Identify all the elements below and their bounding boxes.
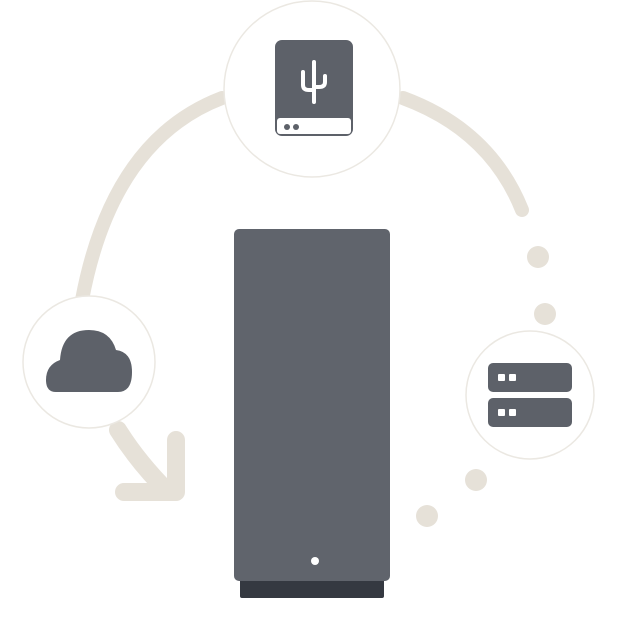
arc-drive-to-server [396, 91, 529, 217]
arc-cloud-to-device [109, 421, 177, 501]
drive-led [293, 124, 299, 130]
drive-led [284, 124, 290, 130]
server-led [509, 409, 516, 416]
node-cloud [22, 295, 156, 429]
backup-tower-device [234, 229, 390, 598]
device-body [234, 229, 390, 581]
node-external-drive [223, 0, 401, 178]
cloud-icon [46, 330, 132, 392]
usb-symbol [301, 60, 327, 104]
dotted-connector [416, 246, 556, 527]
dot [534, 303, 556, 325]
usb-drive-icon [275, 40, 353, 136]
server-led [509, 374, 516, 381]
node-circle [465, 330, 595, 460]
node-nas-server [465, 330, 595, 460]
arc-drive-to-cloud [75, 91, 229, 307]
dot [527, 246, 549, 268]
server-unit-bottom [488, 398, 572, 427]
drive-bottom-strip [277, 118, 351, 134]
status-led [311, 557, 319, 565]
server-led [498, 374, 505, 381]
server-stack-icon [488, 363, 572, 427]
dot [465, 469, 487, 491]
server-unit-top [488, 363, 572, 392]
server-led [498, 409, 505, 416]
arrow-head [115, 431, 185, 501]
dot [416, 505, 438, 527]
